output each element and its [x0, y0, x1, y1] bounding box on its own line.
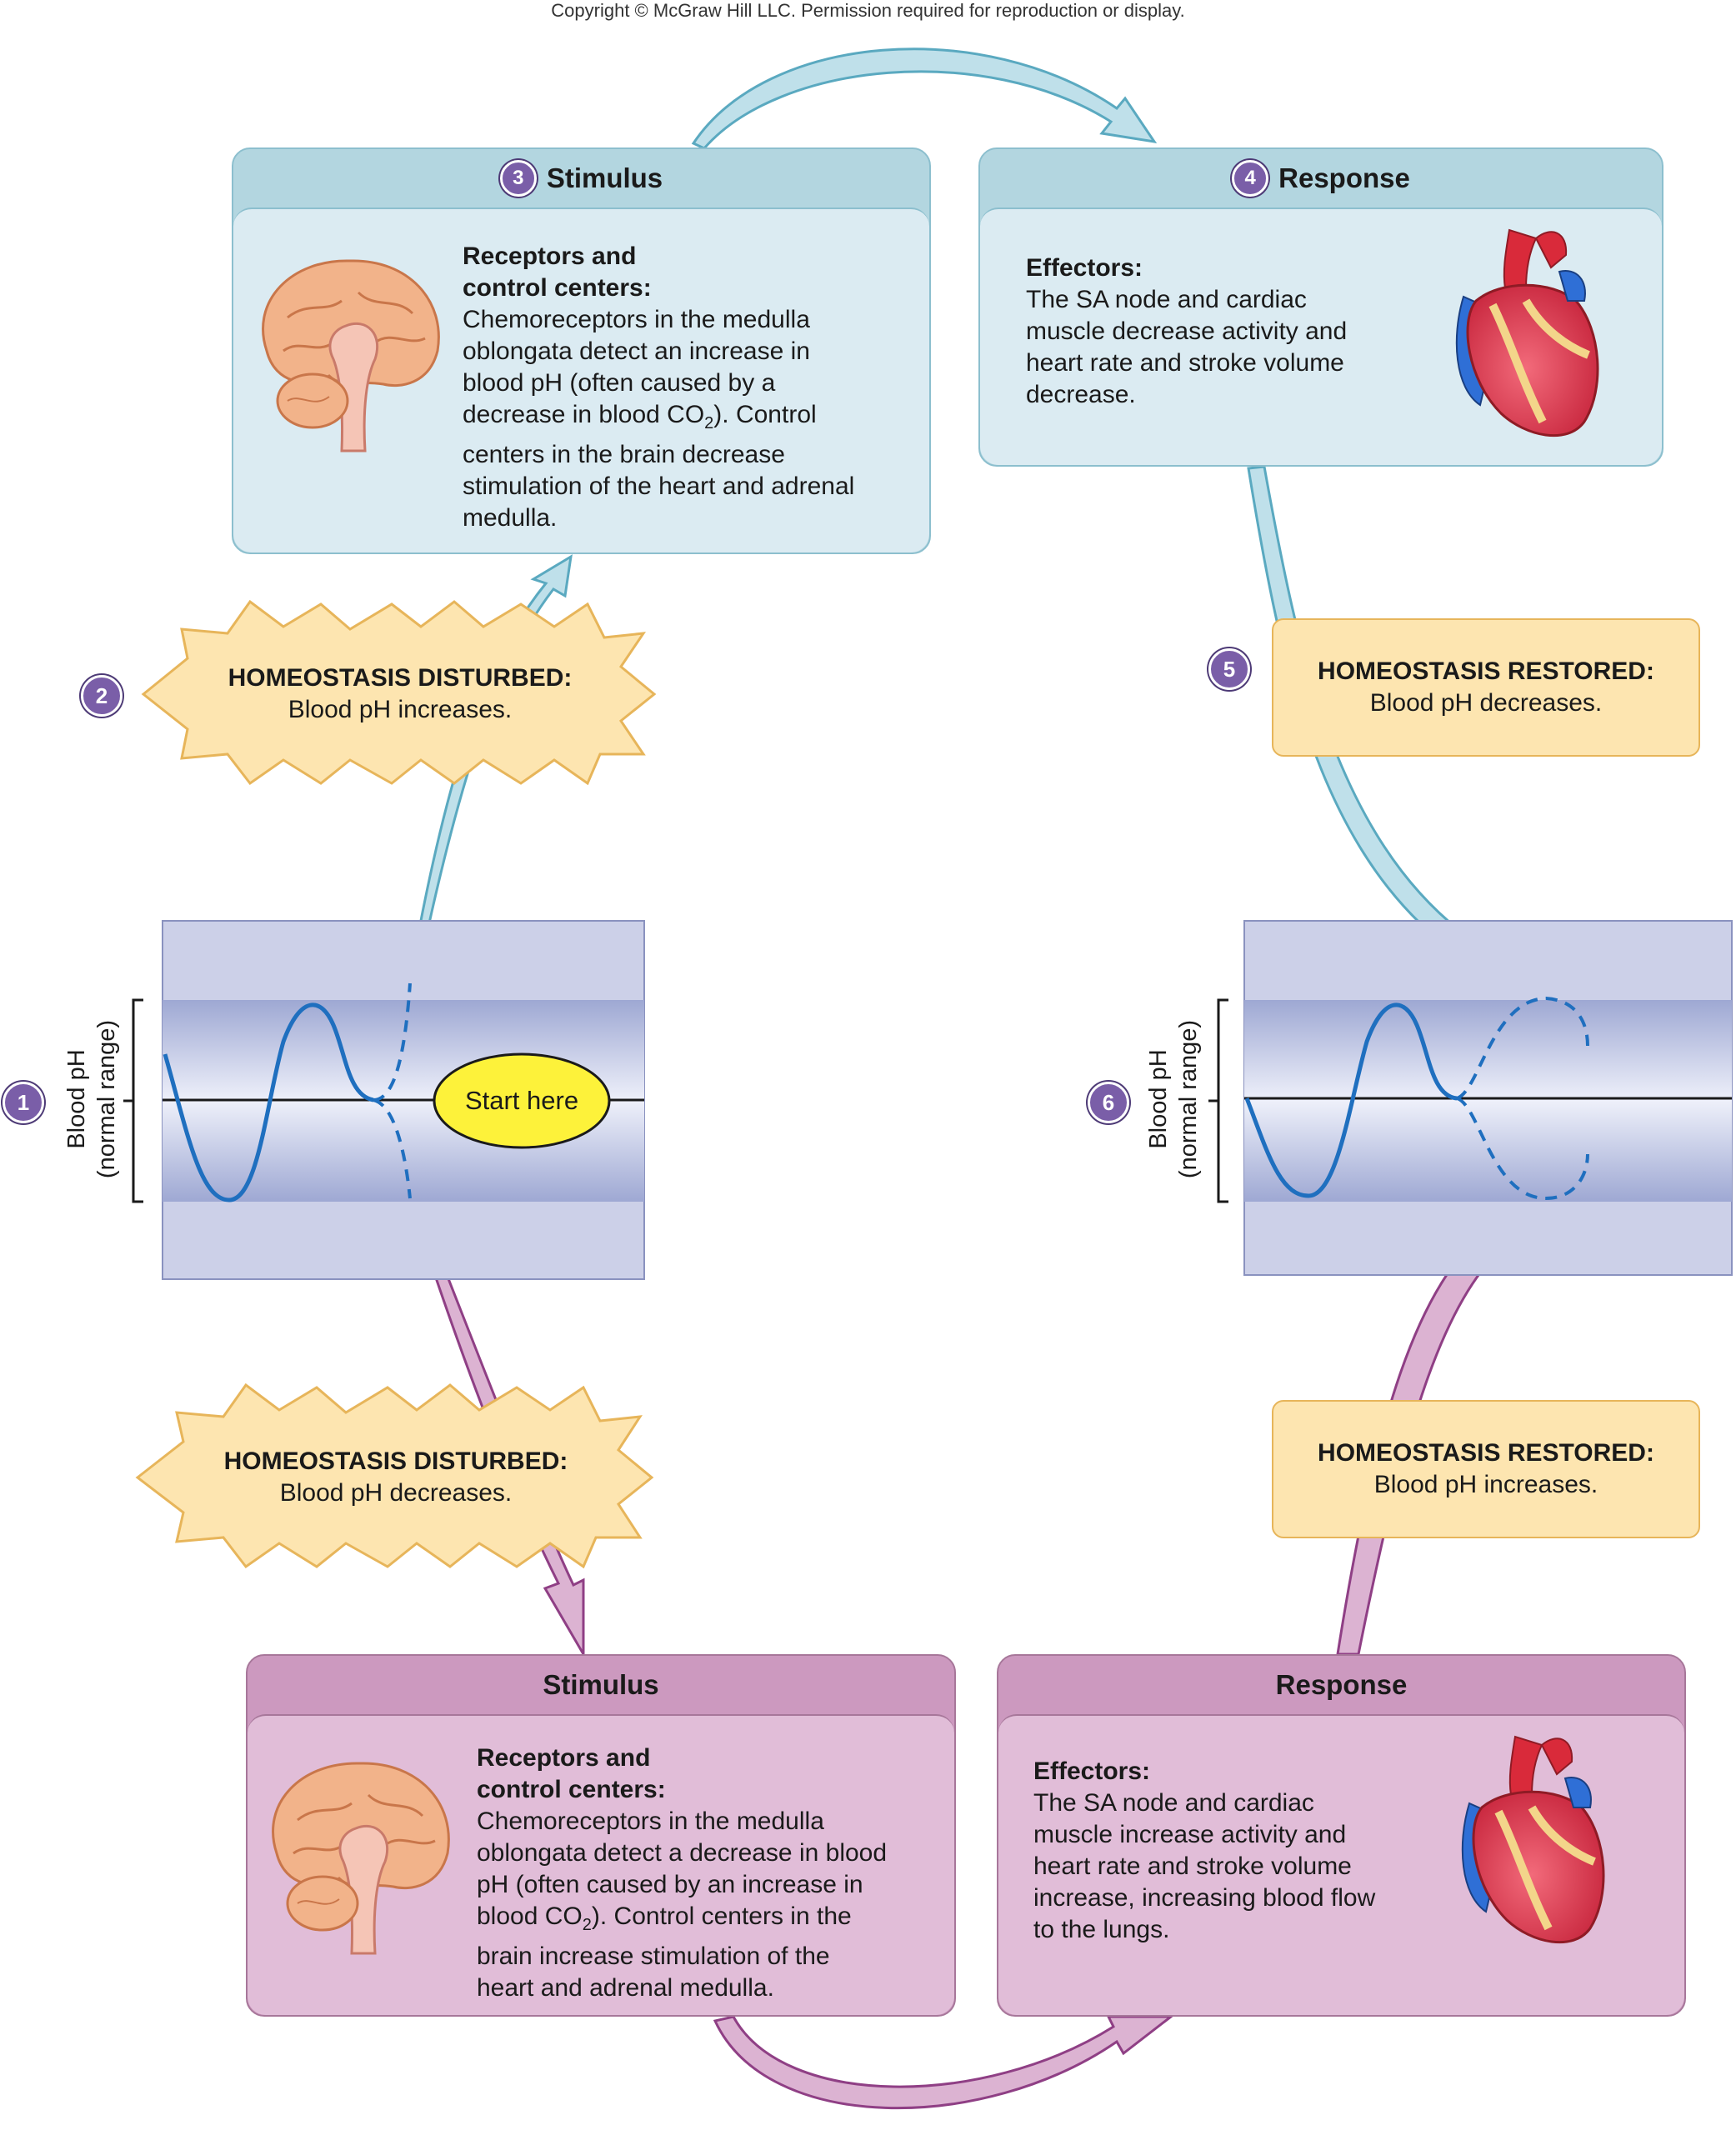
bottom-stimulus-body: Receptors and control centers: Chemorece…	[248, 1714, 954, 2015]
wave-dashed-up	[1456, 996, 1589, 1100]
bottom-disturbed-text: Blood pH decreases.	[279, 1479, 513, 1507]
bottom-response-effectors: Effectors:	[1033, 1758, 1151, 1785]
copyright-notice: Copyright © McGraw Hill LLC. Permission …	[551, 0, 1185, 21]
graph-right	[1208, 920, 1733, 1276]
range-bracket	[1208, 998, 1228, 1203]
top-restored-text: Blood pH decreases.	[1369, 689, 1603, 717]
top-disturbed-text: Blood pH increases.	[288, 696, 513, 723]
top-disturbed-label: HOMEOSTASIS DISTURBED: Blood pH increase…	[167, 662, 633, 726]
top-stimulus-body: Receptors and control centers: Chemorece…	[233, 208, 929, 552]
graph-left-axis-label: Blood pH (normal range)	[63, 1019, 120, 1179]
arrow-bottom-stimulus-to-response	[713, 2015, 1175, 2110]
bottom-restored-note: HOMEOSTASIS RESTORED: Blood pH increases…	[1272, 1400, 1700, 1538]
bottom-response-body: Effectors: The SA node and cardiac muscl…	[998, 1714, 1684, 2015]
top-response-effectors: Effectors:	[1026, 254, 1143, 282]
step-badge-3: 3	[499, 160, 537, 197]
top-response-line-3: heart rate and stroke volume	[1026, 349, 1344, 377]
bottom-response-line-2: muscle increase activity and	[1033, 1821, 1347, 1848]
top-response-line-1: The SA node and cardiac	[1026, 286, 1307, 313]
bottom-response-title: Response	[1275, 1669, 1408, 1700]
bottom-stimulus-title: Stimulus	[543, 1669, 659, 1700]
top-stimulus-panel: 3 Stimulus Receptors and control centers…	[232, 148, 931, 554]
top-stimulus-line-6: stimulation of the heart and adrenal	[463, 472, 855, 500]
top-restored-title: HOMEOSTASIS RESTORED:	[1318, 658, 1654, 685]
top-stimulus-title: Stimulus	[546, 162, 663, 193]
bottom-disturbed-title: HOMEOSTASIS DISTURBED:	[223, 1448, 568, 1475]
step-badge-2: 2	[81, 675, 123, 717]
bottom-stimulus-line-2: oblongata detect a decrease in blood	[477, 1839, 888, 1867]
bottom-stimulus-line-4: blood CO2). Control centers in the	[477, 1902, 852, 1934]
burst-disturbed-bottom	[135, 1382, 654, 1569]
top-stimulus-text: Receptors and control centers: Chemorece…	[463, 241, 913, 534]
range-bracket	[123, 998, 143, 1203]
top-response-line-2: muscle decrease activity and	[1026, 318, 1348, 345]
bottom-response-panel: Response Effectors: The SA node and card…	[997, 1654, 1686, 2017]
top-stimulus-line-2: oblongata detect an increase in	[463, 338, 810, 365]
step-badge-1: 1	[3, 1082, 44, 1123]
start-here-label: Start here	[464, 1086, 579, 1115]
step-badge-4: 4	[1232, 160, 1269, 197]
top-disturbed-title: HOMEOSTASIS DISTURBED:	[228, 664, 573, 692]
bottom-response-text: Effectors: The SA node and cardiac muscl…	[1033, 1756, 1433, 1946]
wave-line	[1244, 1002, 1458, 1198]
bottom-stimulus-subtitle-2: control centers:	[477, 1776, 666, 1803]
wave-dashed-down	[373, 1098, 412, 1199]
bottom-response-line-1: The SA node and cardiac	[1033, 1789, 1314, 1817]
top-stimulus-line-7: medulla.	[463, 504, 558, 532]
top-response-header: 4 Response	[980, 149, 1662, 208]
bottom-restored-text: Blood pH increases.	[1373, 1471, 1598, 1498]
bottom-stimulus-header: Stimulus	[248, 1656, 954, 1714]
burst-disturbed-top	[141, 599, 657, 786]
bottom-response-line-3: heart rate and stroke volume	[1033, 1852, 1352, 1880]
top-stimulus-subtitle-1: Receptors and	[463, 242, 637, 270]
brain-illustration-icon	[262, 259, 440, 452]
wave-dashed-down	[1456, 1097, 1589, 1201]
bottom-stimulus-line-6: heart and adrenal medulla.	[477, 1974, 774, 2002]
bottom-stimulus-text: Receptors and control centers: Chemorece…	[477, 1742, 943, 2004]
bottom-stimulus-line-5: brain increase stimulation of the	[477, 1942, 830, 1970]
wave-dashed-up	[373, 982, 412, 1102]
bottom-restored-title: HOMEOSTASIS RESTORED:	[1318, 1439, 1654, 1467]
top-stimulus-header: 3 Stimulus	[233, 149, 929, 208]
start-here-ellipse	[433, 1052, 611, 1149]
top-response-text: Effectors: The SA node and cardiac muscl…	[1026, 252, 1418, 411]
top-restored-note: HOMEOSTASIS RESTORED: Blood pH decreases…	[1272, 618, 1700, 757]
heart-illustration-icon	[1461, 1735, 1605, 1944]
wave-line	[163, 1002, 374, 1202]
graph-right-axis-label: Blood pH (normal range)	[1145, 1019, 1202, 1179]
top-response-body: Effectors: The SA node and cardiac muscl…	[980, 208, 1662, 465]
bottom-stimulus-line-3: pH (often caused by an increase in	[477, 1871, 863, 1898]
bottom-stimulus-panel: Stimulus Receptors and control centers: …	[246, 1654, 956, 2017]
top-stimulus-line-5: centers in the brain decrease	[463, 441, 785, 468]
graph-left	[123, 920, 645, 1280]
bottom-response-line-4: increase, increasing blood flow	[1033, 1884, 1376, 1912]
top-stimulus-line-1: Chemoreceptors in the medulla	[463, 306, 810, 333]
top-stimulus-line-4: decrease in blood CO2). Control	[463, 401, 817, 432]
bottom-response-header: Response	[998, 1656, 1684, 1714]
top-response-line-4: decrease.	[1026, 381, 1136, 408]
bottom-response-line-5: to the lungs.	[1033, 1916, 1170, 1943]
heart-illustration-icon	[1455, 228, 1599, 438]
top-response-panel: 4 Response Effectors: The SA node and ca…	[978, 148, 1663, 467]
top-stimulus-line-3: blood pH (often caused by a	[463, 369, 776, 397]
bottom-disturbed-label: HOMEOSTASIS DISTURBED: Blood pH decrease…	[163, 1446, 629, 1509]
top-response-title: Response	[1278, 162, 1410, 193]
top-stimulus-subtitle-2: control centers:	[463, 274, 652, 302]
arrow-stimulus-to-response	[691, 48, 1158, 150]
bottom-stimulus-line-1: Chemoreceptors in the medulla	[477, 1808, 824, 1835]
brain-illustration-icon	[272, 1762, 450, 1955]
step-badge-5: 5	[1208, 648, 1250, 690]
bottom-stimulus-subtitle-1: Receptors and	[477, 1744, 651, 1772]
step-badge-6: 6	[1088, 1082, 1129, 1123]
